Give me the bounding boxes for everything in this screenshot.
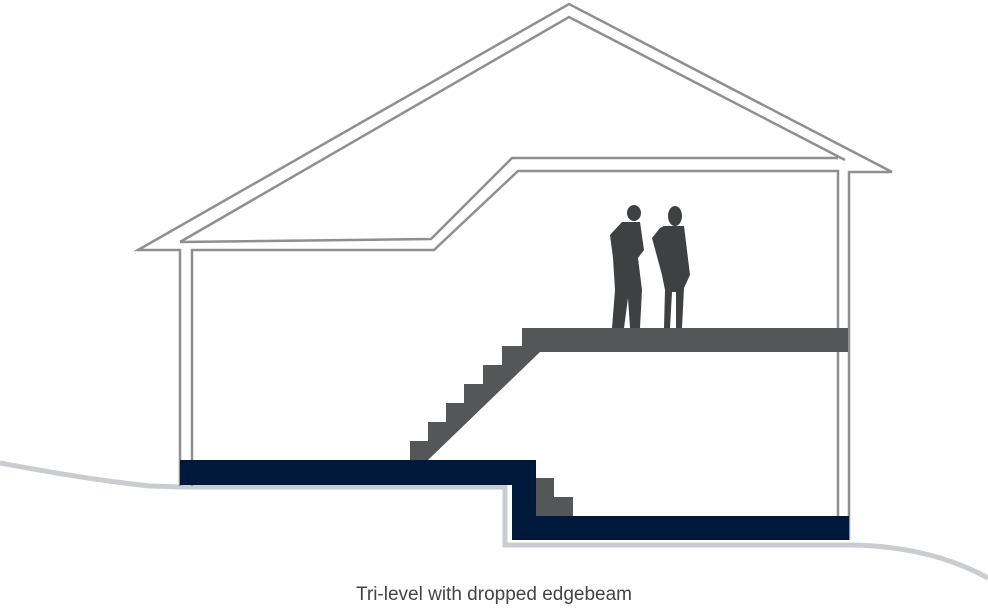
ceiling-outer — [179, 156, 838, 244]
person-woman-silhouette — [652, 206, 690, 328]
ground-line — [0, 460, 988, 581]
house-outline-inner — [190, 169, 840, 540]
diagram-caption: Tri-level with dropped edgebeam — [355, 584, 632, 605]
foundation-slab-dropped-edgebeam — [180, 460, 849, 540]
stairs-upper — [410, 328, 540, 460]
upper-floor — [522, 328, 848, 352]
house-outline-outer — [133, 2, 893, 540]
person-man-silhouette — [610, 205, 644, 328]
stairs-lower — [535, 478, 573, 516]
roof-inner — [179, 15, 846, 244]
